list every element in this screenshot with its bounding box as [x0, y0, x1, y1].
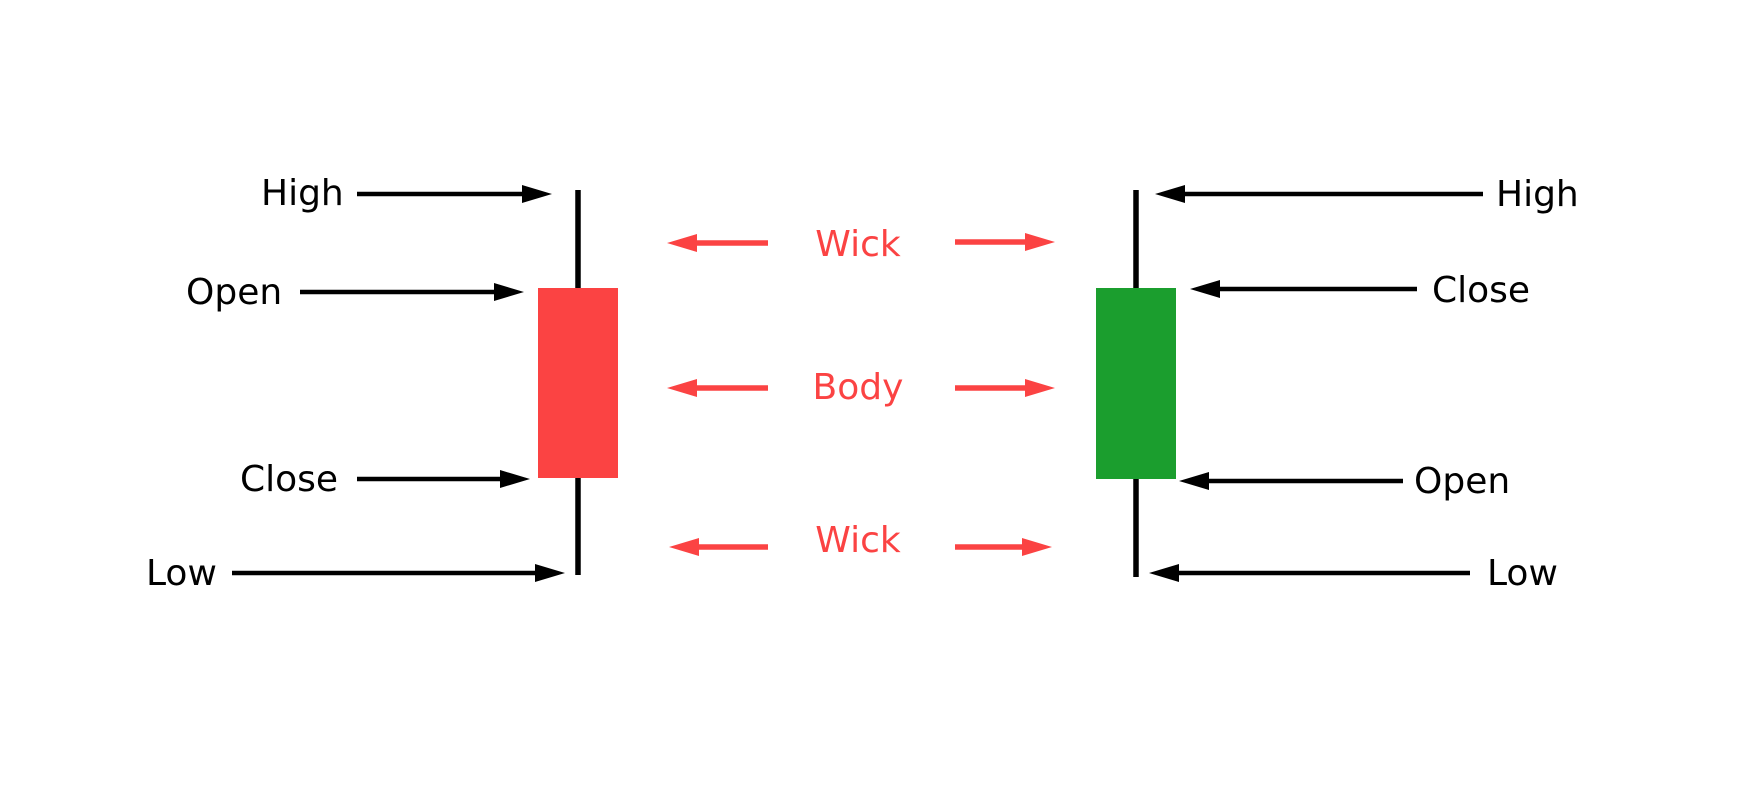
arrow-head-left-icon	[1190, 280, 1220, 298]
bullish-high-arrow	[1155, 185, 1483, 203]
bearish-candle-body	[538, 288, 618, 478]
bullish-open-arrow	[1179, 472, 1403, 490]
arrow-head-right-icon	[522, 185, 552, 203]
wick-top-annotation-label: Wick	[815, 224, 901, 265]
arrow-head-left-icon	[669, 538, 699, 556]
arrow-head-left-icon	[1179, 472, 1209, 490]
bearish-low-label: Low	[146, 553, 217, 594]
arrow-head-right-icon	[1022, 538, 1052, 556]
bearish-open-label: Open	[186, 272, 283, 313]
bearish-close-arrow	[357, 470, 530, 488]
arrow-head-right-icon	[1025, 379, 1055, 397]
bullish-low-label: Low	[1487, 553, 1558, 594]
wick-top-annotation-arrow-right	[955, 233, 1055, 251]
bearish-close-label: Close	[240, 459, 339, 500]
arrow-head-right-icon	[1025, 233, 1055, 251]
bullish-close-label: Close	[1432, 270, 1531, 311]
body-annotation-arrow-left	[667, 379, 768, 397]
wick-bottom-annotation-arrow-right	[955, 538, 1052, 556]
bullish-low-arrow	[1149, 564, 1470, 582]
arrow-head-left-icon	[667, 379, 697, 397]
bullish-high-label: High	[1496, 174, 1579, 215]
bullish-candle-body	[1096, 288, 1176, 479]
arrow-head-right-icon	[500, 470, 530, 488]
wick-top-annotation-arrow-left	[667, 234, 768, 252]
bullish-close-arrow	[1190, 280, 1417, 298]
body-annotation-arrow-right	[955, 379, 1055, 397]
arrow-head-right-icon	[535, 564, 565, 582]
arrow-head-left-icon	[1155, 185, 1185, 203]
bearish-high-label: High	[261, 173, 344, 214]
arrow-head-left-icon	[667, 234, 697, 252]
arrow-head-left-icon	[1149, 564, 1179, 582]
arrow-head-right-icon	[494, 283, 524, 301]
bearish-low-arrow	[232, 564, 565, 582]
body-annotation-label: Body	[812, 367, 904, 408]
bullish-candle	[1096, 190, 1176, 577]
wick-bottom-annotation-arrow-left	[669, 538, 768, 556]
bearish-open-arrow	[300, 283, 524, 301]
bullish-open-label: Open	[1414, 461, 1511, 502]
bearish-high-arrow	[357, 185, 552, 203]
wick-bottom-annotation-label: Wick	[815, 520, 901, 561]
bearish-candle	[538, 190, 618, 575]
